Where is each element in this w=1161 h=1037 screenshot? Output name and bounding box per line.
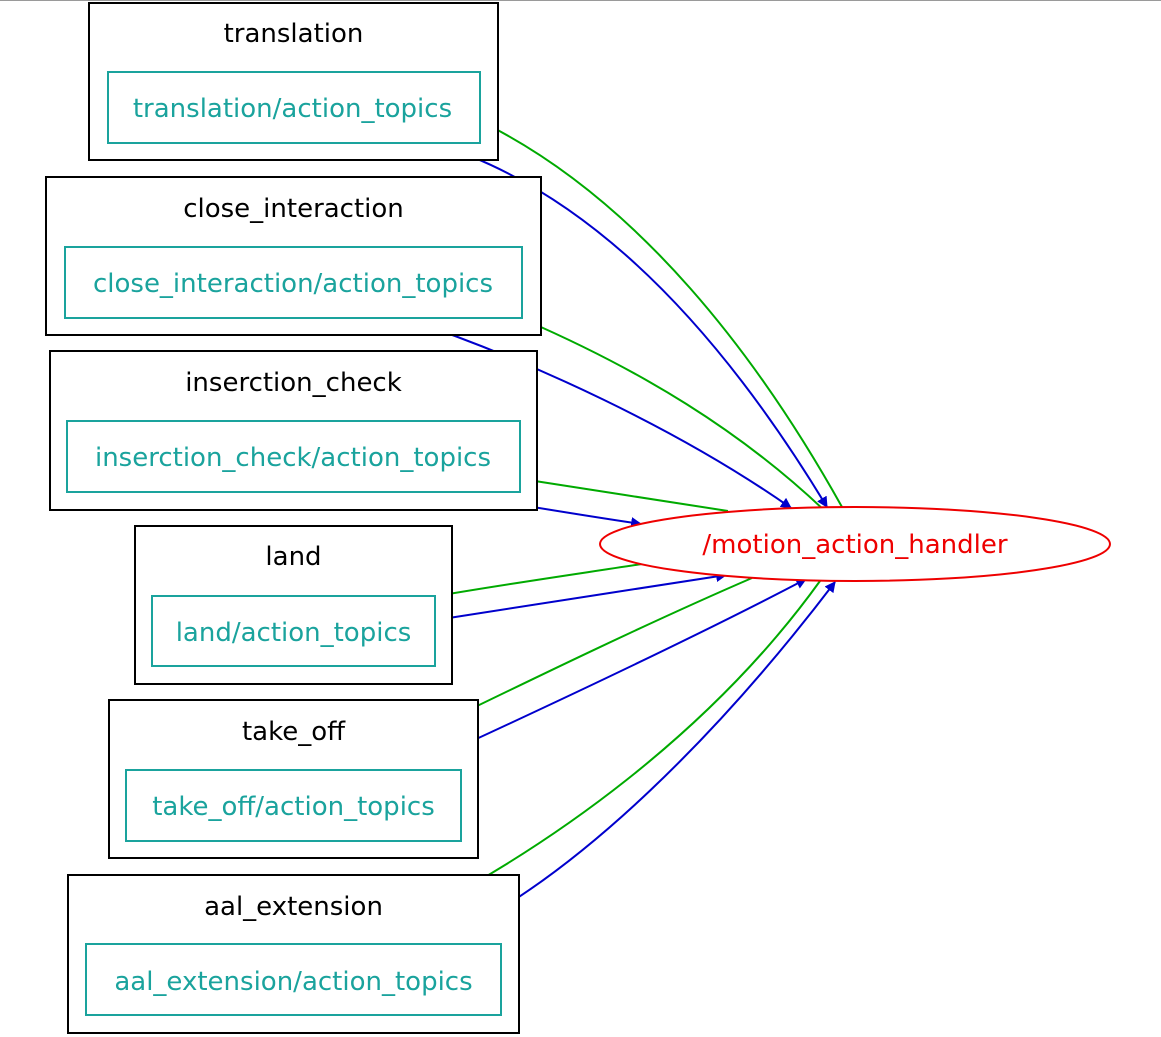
topic-box[interactable] (85, 943, 502, 1016)
topic-aal-extension-action-topics[interactable]: aal_extension/action_topics (85, 943, 502, 1016)
edge-subscribe-close-interaction[interactable] (523, 318, 827, 513)
edge-publish-close-interaction[interactable] (403, 317, 792, 509)
node-motion-action-handler[interactable]: /motion_action_handler (599, 506, 1111, 582)
cluster-close-interaction: close_interaction close_interaction/acti… (45, 176, 542, 336)
cluster-label: aal_extension (204, 892, 383, 922)
topic-label: translation/action_topics (133, 94, 452, 124)
edge-subscribe-translation[interactable] (481, 121, 843, 508)
cluster-aal-extension: aal_extension aal_extension/action_topic… (67, 874, 520, 1034)
cluster-inserction-check: inserction_check inserction_check/action… (49, 350, 538, 511)
topic-take-off-action-topics[interactable]: take_off/action_topics (125, 769, 462, 842)
edge-subscribe-land[interactable] (435, 563, 643, 600)
topic-inserction-check-action-topics[interactable]: inserction_check/action_topics (66, 420, 521, 493)
edge-publish-translation[interactable] (432, 142, 828, 508)
topic-box[interactable] (107, 71, 481, 144)
topic-box[interactable] (151, 595, 436, 667)
edge-subscribe-inserction-check[interactable] (520, 475, 729, 512)
topic-box[interactable] (64, 246, 523, 319)
cluster-label: take_off (242, 717, 346, 747)
edge-publish-land[interactable] (435, 571, 728, 621)
cluster-label: translation (224, 19, 364, 49)
cluster-take-off: take_off take_off/action_topics (108, 699, 479, 859)
topic-land-action-topics[interactable]: land/action_topics (151, 595, 436, 667)
topic-label: land/action_topics (176, 618, 412, 648)
cluster-label: land (265, 542, 321, 572)
node-label: /motion_action_handler (702, 530, 1007, 560)
cluster-translation: translation translation/action_topics (88, 2, 499, 161)
topic-label: inserction_check/action_topics (95, 443, 491, 473)
cluster-label: inserction_check (185, 368, 402, 398)
topic-translation-action-topics[interactable]: translation/action_topics (107, 71, 481, 144)
topic-close-interaction-action-topics[interactable]: close_interaction/action_topics (64, 246, 523, 319)
cluster-land: land land/action_topics (134, 525, 453, 685)
topic-box[interactable] (125, 769, 462, 842)
topic-label: aal_extension/action_topics (114, 967, 472, 997)
topic-box[interactable] (66, 420, 521, 493)
topic-label: take_off/action_topics (152, 792, 435, 822)
topic-label: close_interaction/action_topics (93, 269, 493, 299)
node-ellipse[interactable] (599, 506, 1111, 582)
cluster-label: close_interaction (183, 194, 404, 224)
